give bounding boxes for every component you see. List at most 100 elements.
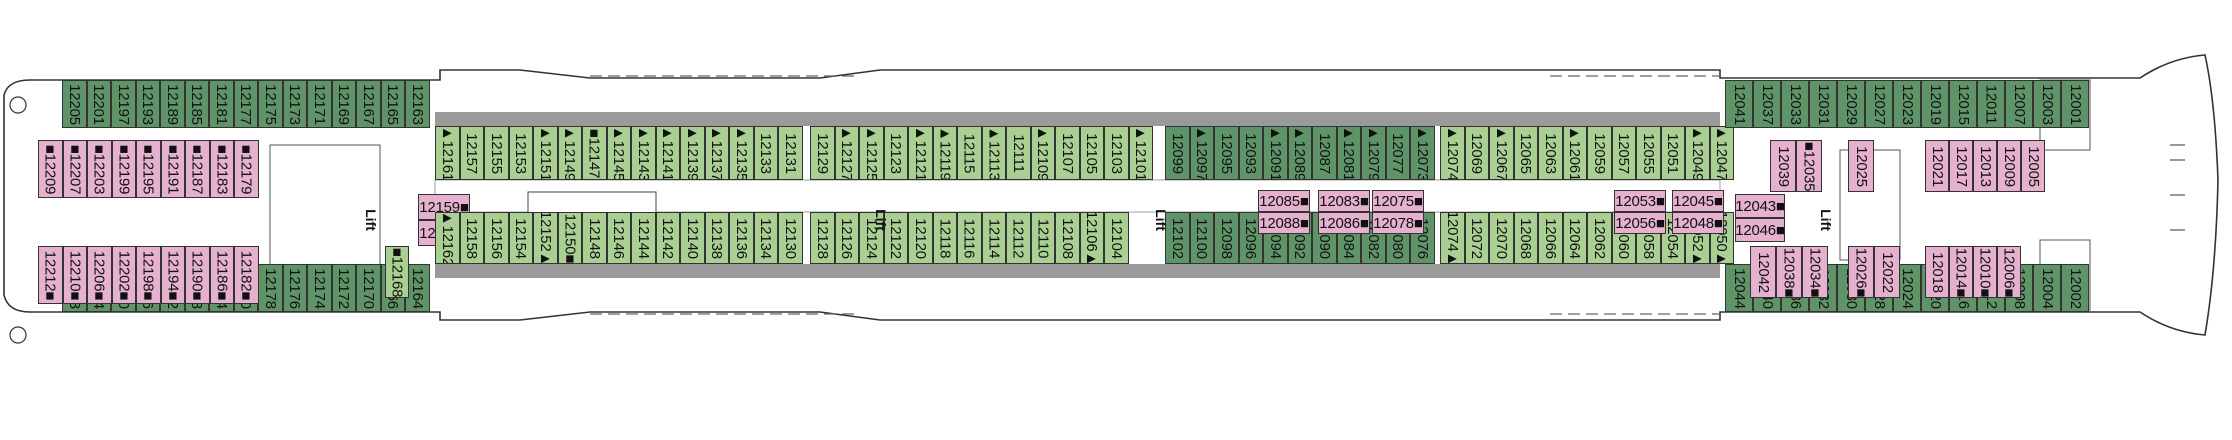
suite-cabin[interactable]: 12163 xyxy=(405,80,430,128)
balcony-cabin[interactable]: ▲12141 xyxy=(655,126,680,180)
suite-cabin[interactable]: 12102 xyxy=(1165,212,1190,264)
balcony-cabin[interactable]: ■12168 xyxy=(385,246,409,298)
suite-cabin[interactable]: 12189 xyxy=(160,80,185,128)
balcony-cabin[interactable]: ▲12137 xyxy=(704,126,729,180)
balcony-cabin[interactable]: ▲12061 xyxy=(1562,126,1587,180)
balcony-cabin[interactable]: 12103 xyxy=(1104,126,1129,180)
inside-cabin[interactable]: 12078■ xyxy=(1372,212,1424,234)
inside-cabin[interactable]: 12182■ xyxy=(234,246,259,304)
inside-cabin[interactable]: 12005 xyxy=(2021,140,2045,192)
suite-cabin[interactable]: 12037 xyxy=(1753,80,1781,128)
balcony-cabin[interactable]: ▲12127 xyxy=(834,126,859,180)
balcony-cabin[interactable]: 12122 xyxy=(883,212,908,264)
suite-cabin[interactable]: 12181 xyxy=(209,80,234,128)
balcony-cabin[interactable]: ▲12109 xyxy=(1030,126,1055,180)
inside-cabin[interactable]: ■12207 xyxy=(62,140,87,198)
balcony-cabin[interactable]: 12104 xyxy=(1104,212,1129,264)
balcony-cabin[interactable]: 12126 xyxy=(834,212,859,264)
balcony-cabin[interactable]: 12150■ xyxy=(557,212,582,264)
balcony-cabin[interactable]: 12146 xyxy=(606,212,631,264)
inside-cabin[interactable]: 12042 xyxy=(1750,246,1776,298)
balcony-cabin[interactable]: 12131 xyxy=(778,126,803,180)
inside-cabin[interactable]: 12190■ xyxy=(185,246,210,304)
suite-cabin[interactable]: 12099 xyxy=(1165,126,1190,180)
suite-cabin[interactable]: 12033 xyxy=(1781,80,1809,128)
balcony-cabin[interactable]: 12110 xyxy=(1030,212,1055,264)
inside-cabin[interactable]: ■12187 xyxy=(185,140,210,198)
balcony-cabin[interactable]: 12155 xyxy=(484,126,509,180)
inside-cabin[interactable]: 12038■ xyxy=(1776,246,1802,298)
suite-cabin[interactable]: 12077 xyxy=(1385,126,1410,180)
balcony-cabin[interactable]: 12115 xyxy=(957,126,982,180)
suite-cabin[interactable]: ▲12081 xyxy=(1336,126,1361,180)
inside-cabin[interactable]: 12006■ xyxy=(1997,246,2021,298)
balcony-cabin[interactable]: 12070 xyxy=(1489,212,1514,264)
balcony-cabin[interactable]: 12106▲ xyxy=(1079,212,1104,264)
balcony-cabin[interactable]: 12063 xyxy=(1538,126,1563,180)
suite-cabin[interactable]: 12019 xyxy=(1921,80,1949,128)
inside-cabin[interactable]: ■12179 xyxy=(234,140,259,198)
suite-cabin[interactable]: 12044 xyxy=(1725,264,1753,312)
suite-cabin[interactable]: 12031 xyxy=(1809,80,1837,128)
suite-cabin[interactable]: 12193 xyxy=(135,80,160,128)
inside-cabin[interactable]: 12046■ xyxy=(1735,218,1785,242)
balcony-cabin[interactable]: 12158 xyxy=(459,212,484,264)
balcony-cabin[interactable]: 12138 xyxy=(704,212,729,264)
balcony-cabin[interactable]: 12133 xyxy=(753,126,778,180)
balcony-cabin[interactable]: ▲12119 xyxy=(932,126,957,180)
suite-cabin[interactable]: 12001 xyxy=(2061,80,2089,128)
inside-cabin[interactable]: 12039 xyxy=(1770,140,1796,192)
inside-cabin[interactable]: 12017 xyxy=(1949,140,1973,192)
balcony-cabin[interactable]: 12051 xyxy=(1660,126,1685,180)
balcony-cabin[interactable]: 12066 xyxy=(1538,212,1563,264)
suite-cabin[interactable]: 12197 xyxy=(111,80,136,128)
inside-cabin[interactable]: 12022 xyxy=(1874,246,1900,298)
suite-cabin[interactable]: 12098 xyxy=(1214,212,1239,264)
suite-cabin[interactable]: 12093 xyxy=(1238,126,1263,180)
inside-cabin[interactable]: ■12183 xyxy=(209,140,234,198)
balcony-cabin[interactable]: 12123 xyxy=(883,126,908,180)
inside-cabin[interactable]: 12048■ xyxy=(1672,212,1724,234)
balcony-cabin[interactable]: 12129 xyxy=(810,126,835,180)
balcony-cabin[interactable]: ▲12047 xyxy=(1709,126,1734,180)
balcony-cabin[interactable]: 12057 xyxy=(1611,126,1636,180)
balcony-cabin[interactable]: ▲12149 xyxy=(557,126,582,180)
balcony-cabin[interactable]: 12114 xyxy=(981,212,1006,264)
suite-cabin[interactable]: 12175 xyxy=(258,80,283,128)
inside-cabin[interactable]: 12088■ xyxy=(1258,212,1310,234)
inside-cabin[interactable]: ■12203 xyxy=(87,140,112,198)
inside-cabin[interactable]: 12025 xyxy=(1848,140,1874,192)
suite-cabin[interactable]: 12164 xyxy=(405,264,430,312)
balcony-cabin[interactable]: 12105 xyxy=(1079,126,1104,180)
balcony-cabin[interactable]: ▲12162 xyxy=(435,212,460,264)
suite-cabin[interactable]: 12007 xyxy=(2005,80,2033,128)
inside-cabin[interactable]: 12056■ xyxy=(1614,212,1666,234)
balcony-cabin[interactable]: 12157 xyxy=(459,126,484,180)
balcony-cabin[interactable]: 12069 xyxy=(1464,126,1489,180)
inside-cabin[interactable]: 12014■ xyxy=(1949,246,1973,298)
suite-cabin[interactable]: 12170 xyxy=(356,264,381,312)
suite-cabin[interactable]: 12165 xyxy=(380,80,405,128)
balcony-cabin[interactable]: ■12147 xyxy=(582,126,607,180)
inside-cabin[interactable]: 12085■ xyxy=(1258,190,1310,212)
suite-cabin[interactable]: 12041 xyxy=(1725,80,1753,128)
balcony-cabin[interactable]: 12055 xyxy=(1636,126,1661,180)
balcony-cabin[interactable]: 12154 xyxy=(508,212,533,264)
balcony-cabin[interactable]: 12065 xyxy=(1513,126,1538,180)
suite-cabin[interactable]: ▲12079 xyxy=(1361,126,1386,180)
inside-cabin[interactable]: 12202■ xyxy=(111,246,136,304)
balcony-cabin[interactable]: 12107 xyxy=(1055,126,1080,180)
inside-cabin[interactable]: 12186■ xyxy=(209,246,234,304)
balcony-cabin[interactable]: ▲12125 xyxy=(859,126,884,180)
inside-cabin[interactable]: 12086■ xyxy=(1318,212,1370,234)
balcony-cabin[interactable]: 12148 xyxy=(582,212,607,264)
balcony-cabin[interactable]: 12136 xyxy=(729,212,754,264)
suite-cabin[interactable]: 12167 xyxy=(356,80,381,128)
balcony-cabin[interactable]: 12112 xyxy=(1006,212,1031,264)
inside-cabin[interactable]: ■12209 xyxy=(38,140,63,198)
inside-cabin[interactable]: 12194■ xyxy=(160,246,185,304)
balcony-cabin[interactable]: 12068 xyxy=(1513,212,1538,264)
inside-cabin[interactable]: 12045■ xyxy=(1672,190,1724,212)
balcony-cabin[interactable]: 12072 xyxy=(1464,212,1489,264)
balcony-cabin[interactable]: 12128 xyxy=(810,212,835,264)
